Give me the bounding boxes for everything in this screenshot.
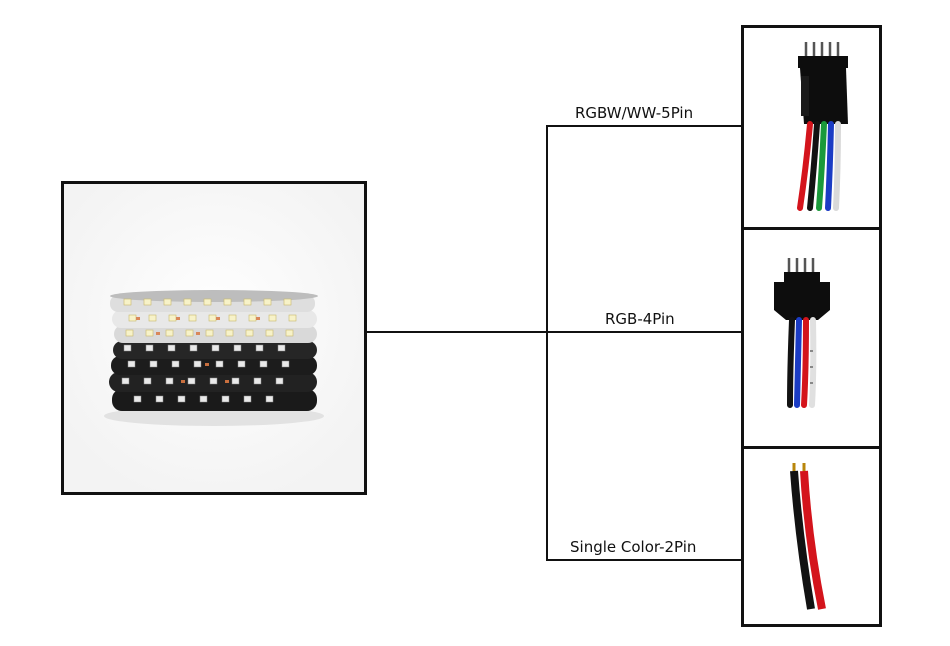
connector-box-rgbw <box>741 25 882 230</box>
rgb-4pin-connector-image <box>774 258 830 408</box>
led-strip-image-box <box>61 181 367 495</box>
branch-line-single <box>546 559 744 561</box>
connector-label-rgb: RGB-4Pin <box>605 310 675 328</box>
connector-label-rgbw: RGBW/WW-5Pin <box>575 104 694 122</box>
connector-label-single: Single Color-2Pin <box>570 538 697 556</box>
single-color-2pin-wire-image <box>790 463 826 610</box>
branch-line-rgbw <box>546 125 744 127</box>
vertical-bus-line <box>546 126 548 561</box>
main-trunk-line <box>367 331 744 333</box>
rgbw-5pin-connector-image <box>797 42 848 211</box>
reel-stack <box>109 290 318 411</box>
led-strip-reels-image <box>64 184 364 492</box>
connector-box-rgb <box>741 227 882 449</box>
connector-box-single <box>741 446 882 627</box>
